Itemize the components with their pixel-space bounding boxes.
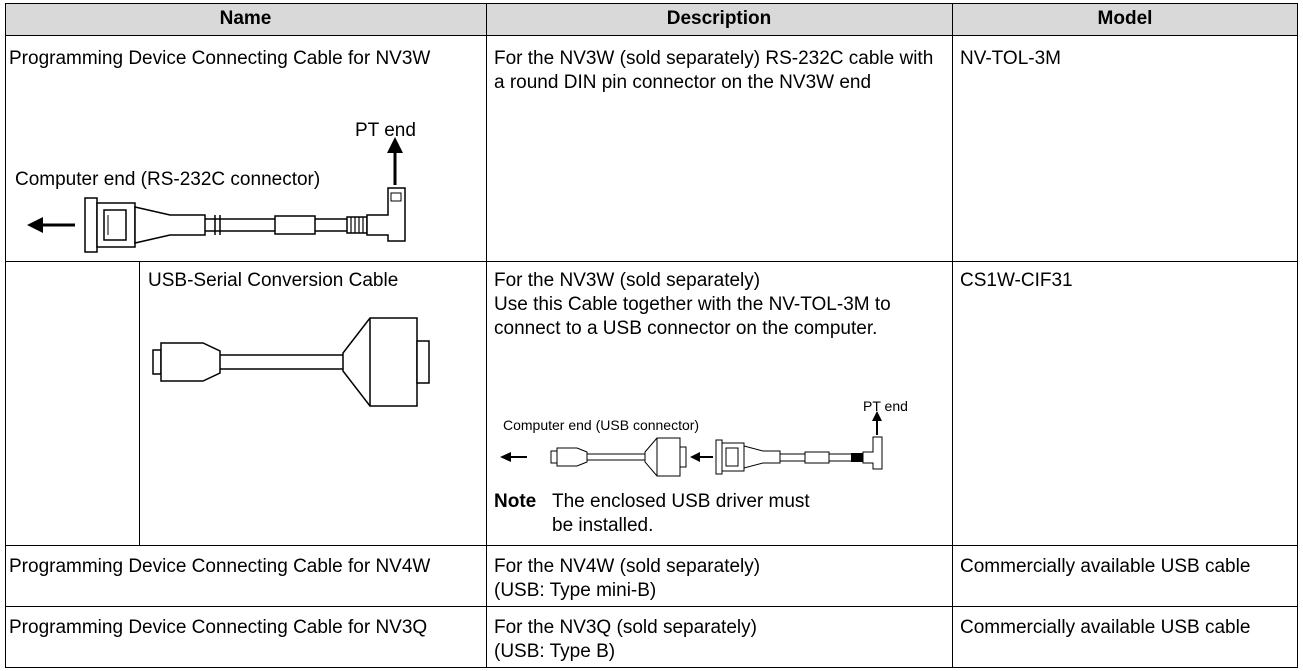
rs232c-cable-diagram [27, 137, 425, 263]
header-description-label: Description [666, 8, 772, 29]
header-name: Name [5, 3, 486, 35]
row4-model: Commercially available USB cable [960, 617, 1251, 638]
border-col-3 [952, 3, 953, 668]
header-model: Model [952, 3, 1298, 35]
row4-name: Programming Device Connecting Cable for … [9, 617, 428, 638]
header-model-label: Model [1097, 8, 1153, 29]
border-header [5, 35, 1298, 36]
row3-model: Commercially available USB cable [960, 556, 1251, 577]
row2-note-label: Note [494, 491, 537, 512]
border-col-2 [486, 3, 487, 668]
border-indent [139, 261, 140, 546]
row3-name: Programming Device Connecting Cable for … [9, 556, 431, 577]
row1-description: For the NV3W (sold separately) RS-232C c… [494, 48, 934, 93]
row1-pt-end-label: PT end [355, 120, 416, 141]
header-description: Description [486, 3, 952, 35]
row2-name: USB-Serial Conversion Cable [148, 270, 399, 291]
row1-name: Programming Device Connecting Cable for … [9, 48, 431, 69]
header-name-label: Name [219, 8, 272, 29]
border-row-3 [5, 606, 1298, 607]
cable-table: Name Description Model Programming Devic… [5, 3, 1298, 668]
border-bottom [5, 667, 1298, 668]
border-left [5, 3, 6, 668]
row4-description: For the NV3Q (sold separately) (USB: Typ… [494, 617, 757, 662]
row2-computer-end-label: Computer end (USB connector) [503, 417, 700, 433]
border-row-1 [5, 261, 1298, 262]
row2-description: For the NV3W (sold separately) Use this … [494, 270, 891, 339]
row1-model: NV-TOL-3M [960, 48, 1062, 69]
usb-connection-diagram [500, 411, 915, 481]
row3-description: For the NV4W (sold separately) (USB: Typ… [494, 556, 761, 601]
row2-model: CS1W-CIF31 [960, 270, 1073, 291]
row1-computer-end-label: Computer end (RS-232C connector) [15, 169, 321, 190]
border-row-2 [5, 545, 1298, 546]
usb-serial-cable-image [145, 313, 465, 423]
row2-pt-end-label: PT end [863, 398, 908, 414]
border-top [5, 3, 1298, 4]
border-right [1297, 3, 1298, 668]
row2-note-text: The enclosed USB driver must be installe… [552, 491, 810, 536]
